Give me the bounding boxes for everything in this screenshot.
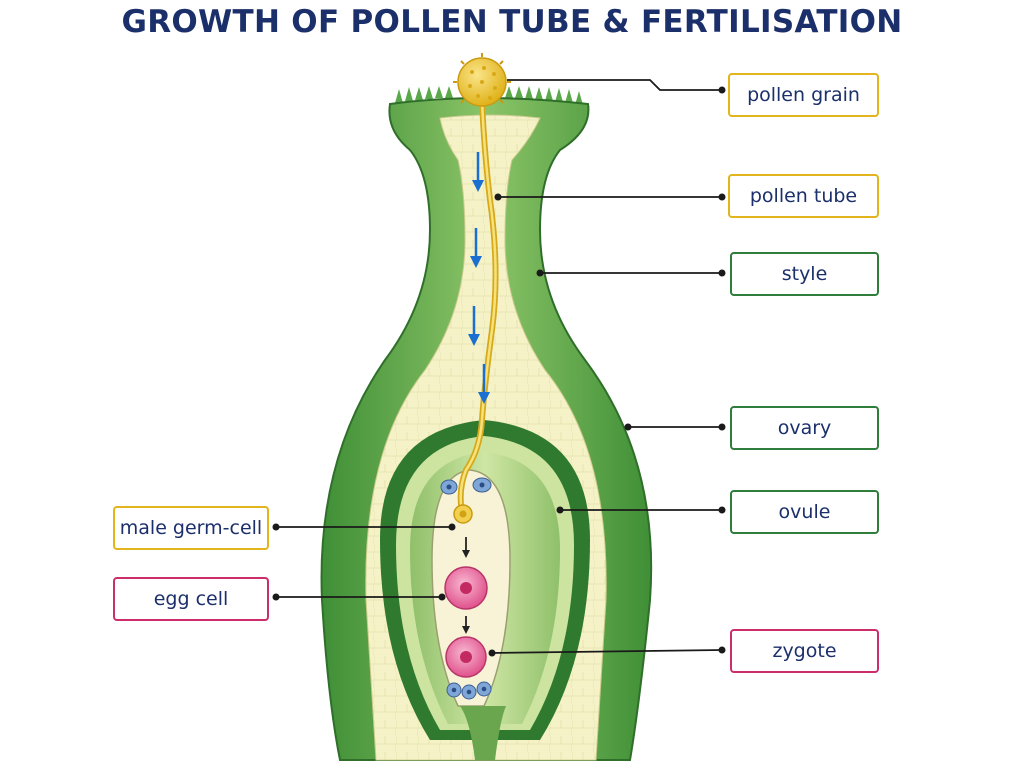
- egg-cell: [444, 566, 488, 610]
- label-pollen-tube: pollen tube: [728, 174, 879, 218]
- zygote: [445, 636, 487, 678]
- leader-lines: [272, 79, 726, 657]
- synergid-cells: [440, 477, 492, 495]
- fusion-arrows: [462, 537, 470, 634]
- label-ovule: ovule: [730, 490, 879, 534]
- stigma-hairs: [395, 86, 583, 105]
- label-male-germ-cell: male germ-cell: [113, 506, 269, 550]
- label-ovary: ovary: [730, 406, 879, 450]
- antipodal-cells: [446, 681, 492, 700]
- growth-direction-arrows: [468, 152, 490, 404]
- pollen-grain-icon: [453, 53, 511, 107]
- label-egg-cell: egg cell: [113, 577, 269, 621]
- male-germ-cell: [453, 504, 473, 524]
- label-zygote: zygote: [730, 629, 879, 673]
- label-pollen-grain: pollen grain: [728, 73, 879, 117]
- label-style: style: [730, 252, 879, 296]
- diagram-title: GROWTH OF POLLEN TUBE & FERTILISATION: [121, 4, 903, 40]
